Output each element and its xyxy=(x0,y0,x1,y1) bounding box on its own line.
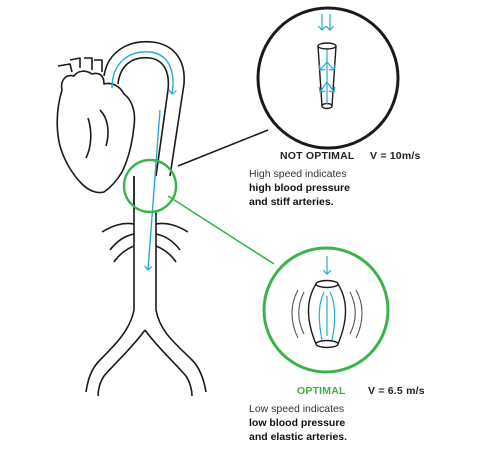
velocity-optimal: V = 6.5 m/s xyxy=(368,385,425,397)
optimal-desc-3: and elastic arteries. xyxy=(249,431,348,443)
not-optimal-desc-3: and stiff arteries. xyxy=(249,196,334,208)
heart-outline xyxy=(56,57,136,194)
velocity-not-optimal: V = 10m/s xyxy=(370,150,421,162)
aorta-outline xyxy=(85,40,207,397)
not-optimal-desc-1: High speed indicates xyxy=(249,168,347,180)
optimal-desc-2: low blood pressure xyxy=(249,417,346,429)
status-optimal: OPTIMAL xyxy=(297,385,346,397)
connector-not-optimal xyxy=(177,129,269,167)
optimal-magnifier xyxy=(262,246,390,374)
not-optimal-desc-2: high blood pressure xyxy=(249,182,350,194)
status-not-optimal: NOT OPTIMAL xyxy=(280,150,355,162)
optimal-desc-1: Low speed indicates xyxy=(249,403,345,415)
connector-optimal xyxy=(167,195,275,265)
not-optimal-magnifier xyxy=(256,6,400,150)
aorta-flow-arrows xyxy=(111,51,173,270)
measurement-ring xyxy=(122,158,178,214)
